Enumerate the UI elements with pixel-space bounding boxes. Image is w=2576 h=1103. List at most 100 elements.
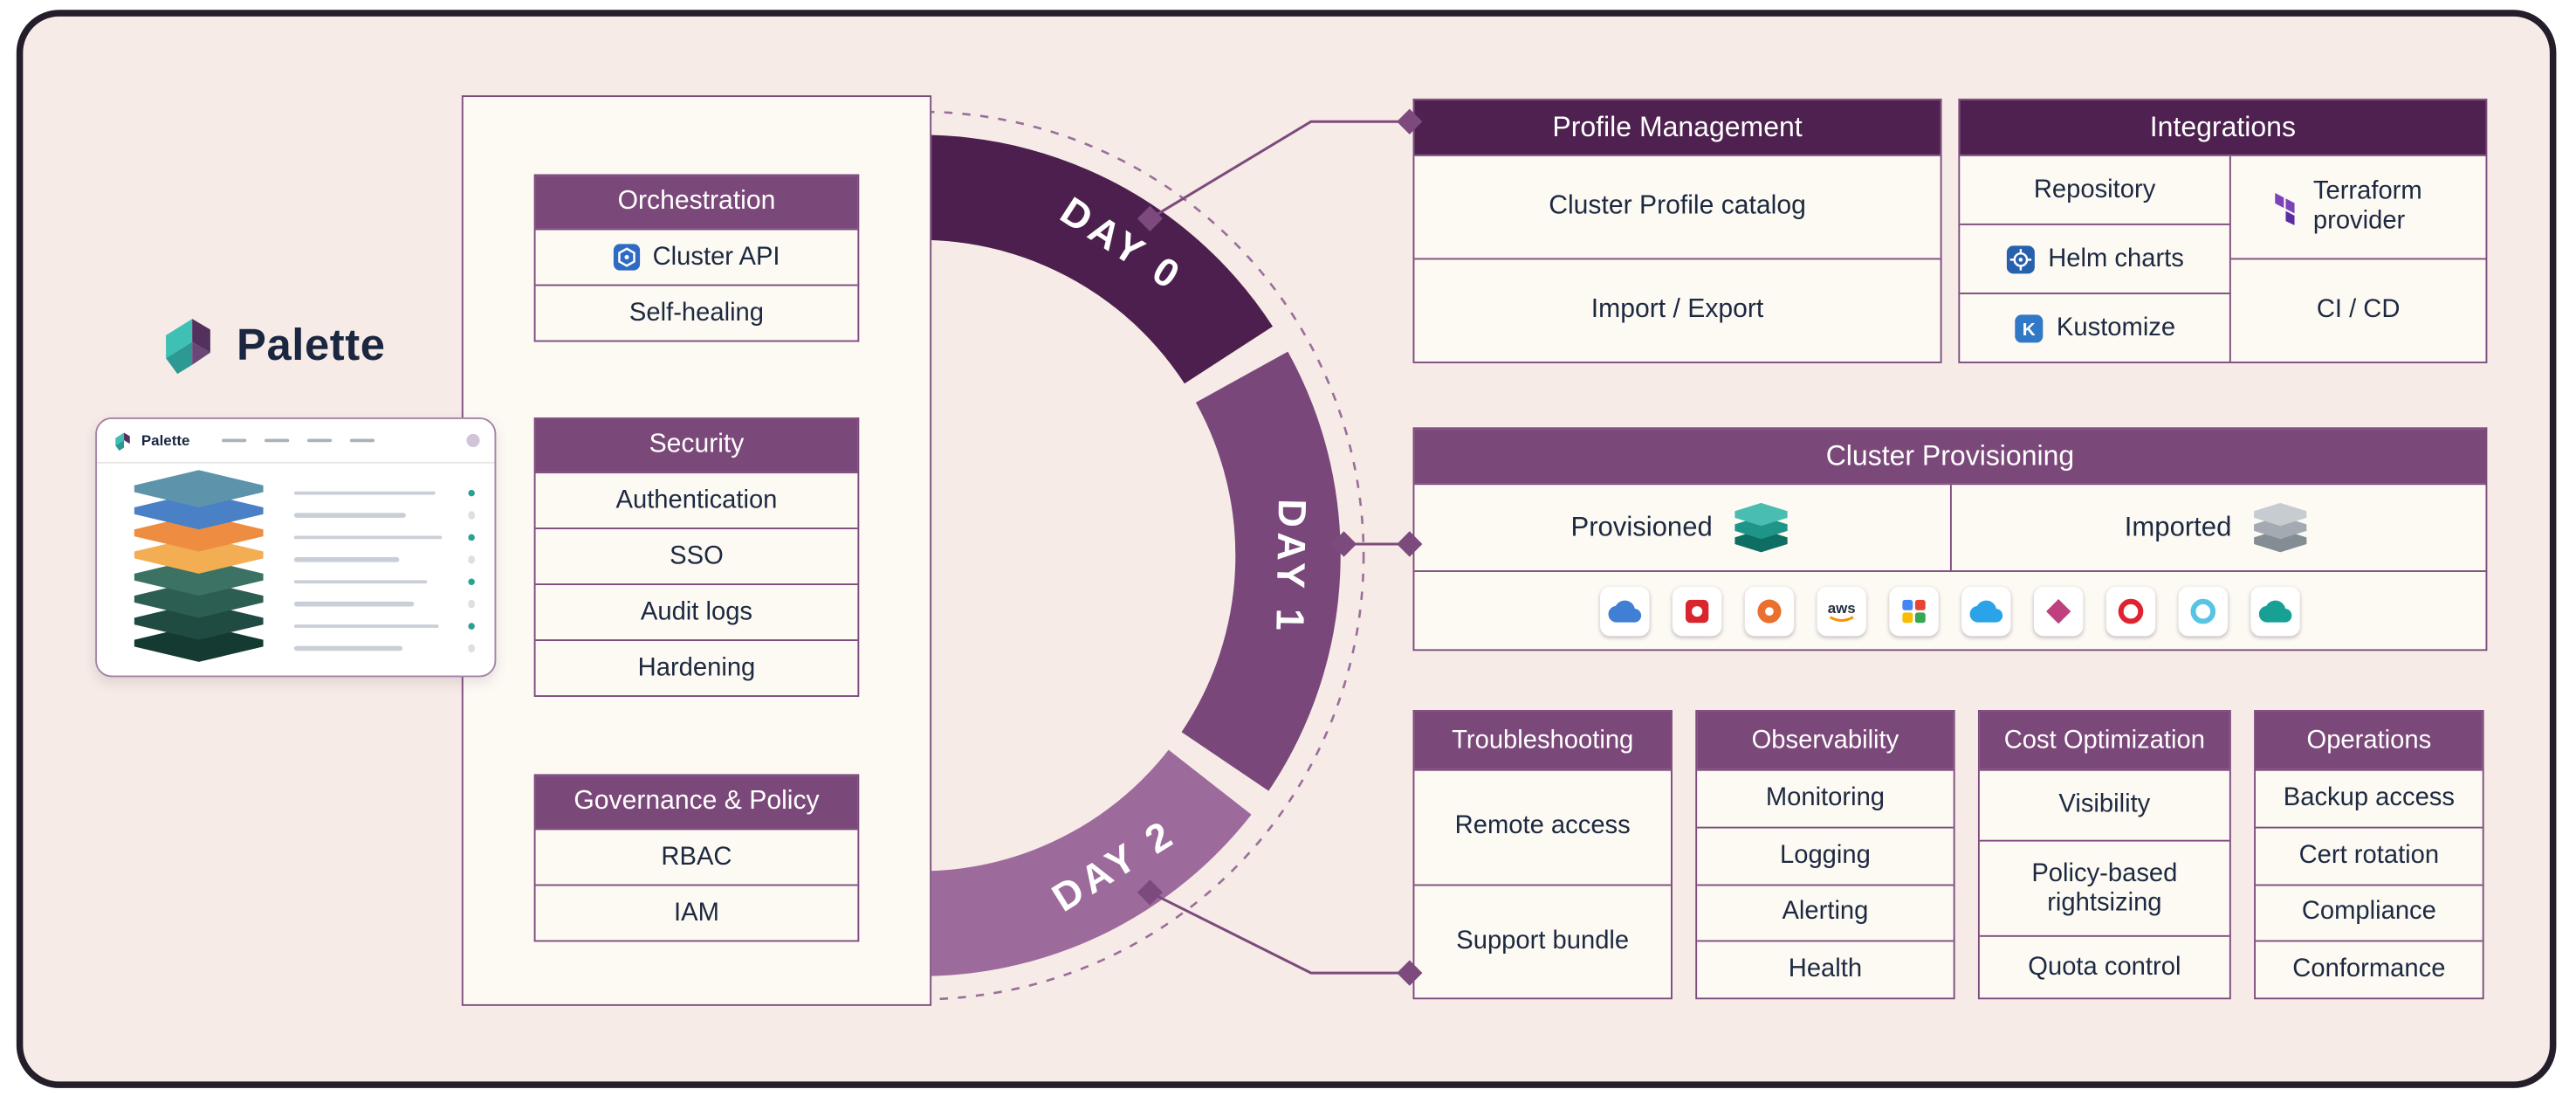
integration-cell: Repository [1960, 154, 2229, 224]
integration-label: Helm charts [2048, 244, 2184, 272]
table-row: Policy-based rightsizing [1979, 839, 2229, 935]
row-label: Health [1788, 955, 1863, 983]
row-label: Quota control [2028, 952, 2181, 981]
cloud-provider-icon-9 [2178, 585, 2229, 636]
table-row: Compliance [2256, 883, 2483, 941]
cell-label: Imported [2124, 512, 2232, 542]
table-row: Logging [1697, 826, 1954, 883]
cloud-provider-icon-6 [1961, 585, 2011, 636]
capability-label: SSO [670, 541, 724, 570]
cloud-provider-icon-2 [1672, 585, 1722, 636]
mockup-topbar: Palette [97, 419, 495, 464]
row-label: Alerting [1782, 898, 1869, 927]
mockup-avatar [466, 433, 480, 447]
operations-table: Operations Backup access Cert rotation C… [2254, 710, 2484, 1000]
mockup-list-item [293, 637, 475, 658]
security-section: Security Authentication SSO Audit logs H… [533, 417, 860, 697]
capabilities-panel: Orchestration Cluster API Self-healing S… [461, 95, 932, 1006]
cloud-provider-icon-7 [2033, 585, 2084, 636]
table-row: Visibility [1979, 769, 2229, 840]
cluster-profile-layers-icon [134, 470, 264, 662]
cloud-provider-icon-1 [1600, 585, 1650, 636]
capability-label: IAM [674, 898, 719, 927]
troubleshooting-table: Troubleshooting Remote access Support bu… [1412, 710, 1673, 1000]
row-label: Policy-based rightsizing [2031, 858, 2178, 917]
profile-management-table: Profile Management Cluster Profile catal… [1412, 98, 1942, 363]
terraform-icon [2275, 192, 2295, 224]
capability-label: Authentication [615, 486, 778, 514]
cluster-provisioning-table: Cluster Provisioning Provisioned Importe… [1412, 427, 2488, 651]
cloud-provider-icon-10 [2250, 585, 2300, 636]
integration-label: Kustomize [2056, 313, 2176, 341]
capability-row: IAM [535, 884, 858, 941]
table-title: Cost Optimization [1979, 711, 2229, 769]
integrations-grid: Repository Helm charts [1960, 154, 2486, 362]
row-label: Visibility [2058, 790, 2151, 819]
capability-row: Authentication [535, 472, 858, 527]
capability-row: RBAC [535, 828, 858, 885]
cloud-provider-icon-5 [1889, 585, 1939, 636]
palette-logo-text: Palette [237, 320, 386, 369]
table-row: Import / Export [1414, 258, 1941, 362]
mockup-list-item [293, 481, 475, 503]
integration-label: Terraform provider [2312, 177, 2422, 236]
mockup-logo-icon [115, 431, 130, 451]
capability-label: Cluster API [652, 242, 780, 271]
row-label: Compliance [2301, 898, 2436, 927]
table-row: Remote access [1414, 769, 1672, 884]
cloud-provider-icon-8 [2105, 585, 2156, 636]
mockup-body [97, 464, 494, 676]
table-row: Backup access [2256, 769, 2483, 826]
provisioned-cell: Provisioned [1414, 485, 1949, 570]
cloud-providers-row: aws [1414, 570, 2486, 649]
capability-row: SSO [535, 527, 858, 583]
capability-label: Audit logs [640, 597, 753, 626]
mockup-list-item [293, 570, 475, 592]
row-label: Cluster Profile catalog [1549, 192, 1806, 221]
mockup-nav-item [306, 438, 332, 443]
integration-cell: CI / CD [2230, 258, 2486, 362]
capability-row: Cluster API [535, 228, 858, 285]
provisioned-stack-icon [1735, 502, 1789, 553]
capability-row: Audit logs [535, 583, 858, 639]
section-title: Governance & Policy [535, 776, 858, 829]
row-label: Import / Export [1590, 295, 1764, 324]
imported-stack-icon [2254, 502, 2307, 553]
governance-policy-section: Governance & Policy RBAC IAM [533, 774, 860, 942]
row-label: Logging [1779, 840, 1871, 869]
integration-cell: K Kustomize [1960, 292, 2229, 362]
aws-text: aws [1828, 599, 1856, 616]
row-label: Monitoring [1765, 783, 1886, 812]
integration-label: Repository [2033, 175, 2156, 203]
ui-mockup-card: Palette [95, 417, 497, 678]
table-row: Monitoring [1697, 769, 1954, 826]
table-row: Alerting [1697, 883, 1954, 941]
mockup-list-item [293, 504, 475, 526]
cloud-provider-icon-3 [1744, 585, 1795, 636]
palette-logo-icon [166, 319, 210, 375]
svg-text:K: K [2022, 319, 2035, 339]
imported-cell: Imported [1949, 485, 2485, 571]
capability-row: Self-healing [535, 284, 858, 341]
table-title: Observability [1697, 711, 1954, 769]
integrations-table: Integrations Repository Helm [1958, 98, 2488, 363]
table-title: Troubleshooting [1414, 711, 1672, 769]
mockup-list-item [293, 526, 475, 548]
integration-cell: Helm charts [1960, 223, 2229, 293]
mockup-list-item [293, 548, 475, 570]
orchestration-section: Orchestration Cluster API Self-healing [533, 174, 860, 342]
row-label: Cert rotation [2298, 840, 2440, 869]
table-title: Integrations [1960, 100, 2486, 155]
mockup-list-item [293, 592, 475, 614]
mockup-nav-item [221, 438, 246, 443]
table-row: Cluster Profile catalog [1414, 154, 1941, 259]
aws-icon: aws [1817, 585, 1866, 636]
observability-table: Observability Monitoring Logging Alertin… [1695, 710, 1955, 1000]
integrations-right-column: Terraform provider CI / CD [2229, 154, 2486, 362]
provisioning-modes-row: Provisioned Imported [1414, 483, 2486, 571]
row-label: Support bundle [1456, 926, 1630, 955]
capability-label: RBAC [661, 842, 732, 871]
section-title: Security [535, 418, 858, 472]
section-title: Orchestration [535, 176, 858, 229]
